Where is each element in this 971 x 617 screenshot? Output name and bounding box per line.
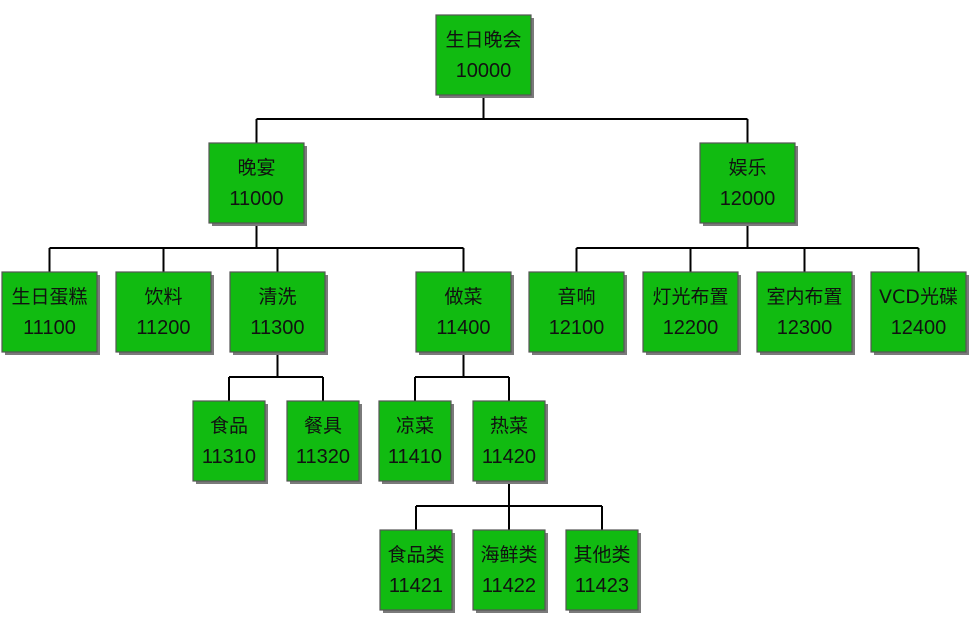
node-code: 11320 [296, 446, 350, 468]
node-box [435, 14, 532, 96]
node-12000: 娱乐 12000 [699, 142, 798, 226]
node-code: 12200 [663, 317, 719, 339]
node-label: 灯光布置 [652, 286, 728, 308]
node-label: 清洗 [258, 286, 296, 308]
node-code: 10000 [456, 60, 512, 82]
node-11421: 食品类 11421 [379, 529, 455, 613]
node-label: 食品类 [387, 544, 444, 566]
node-box [379, 529, 453, 611]
node-label: 音响 [557, 286, 595, 308]
node-11420: 热菜 11420 [472, 400, 548, 484]
node-label: 饮料 [144, 286, 182, 308]
node-12100: 音响 12100 [528, 271, 627, 355]
node-code: 11422 [482, 575, 536, 597]
node-box [642, 271, 739, 353]
node-label: 热菜 [490, 415, 528, 437]
node-box [472, 400, 546, 482]
node-code: 11410 [388, 446, 442, 468]
node-12300: 室内布置 12300 [756, 271, 855, 355]
connector-11420 [415, 481, 603, 530]
node-label: 餐具 [304, 415, 342, 437]
node-label: 娱乐 [728, 157, 766, 179]
node-box [192, 400, 266, 482]
node-11410: 凉菜 11410 [378, 400, 454, 484]
node-label: 生日蛋糕 [11, 286, 87, 308]
node-10000: 生日晚会 10000 [435, 14, 534, 98]
node-12400: VCD光碟 12400 [870, 271, 969, 355]
node-11400: 做菜 11400 [415, 271, 514, 355]
node-code: 12100 [549, 317, 605, 339]
connectors [48, 95, 920, 530]
node-box [286, 400, 360, 482]
node-11100: 生日蛋糕 11100 [1, 271, 100, 355]
node-box [378, 400, 452, 482]
node-11320: 餐具 11320 [286, 400, 362, 484]
node-box [870, 271, 967, 353]
node-code: 11421 [389, 575, 443, 597]
node-label: 海鲜类 [480, 544, 537, 566]
node-label: 晚宴 [237, 156, 275, 179]
node-label: 做菜 [444, 286, 482, 308]
node-label: VCD光碟 [879, 286, 958, 308]
node-code: 11000 [229, 188, 283, 210]
node-box [472, 529, 546, 611]
node-box [208, 142, 305, 224]
node-code: 11200 [136, 317, 190, 339]
node-11422: 海鲜类 11422 [472, 529, 548, 613]
connector-11400 [414, 352, 510, 401]
node-label: 室内布置 [766, 286, 842, 308]
node-code: 11100 [23, 317, 76, 339]
connector-12000 [575, 223, 920, 272]
node-box [1, 271, 98, 353]
node-11300: 清洗 11300 [229, 271, 328, 355]
connector-10000 [255, 95, 749, 143]
node-code: 11400 [436, 317, 490, 339]
node-label: 食品 [210, 415, 248, 437]
node-code: 11420 [482, 446, 536, 468]
node-11200: 饮料 11200 [115, 271, 214, 355]
node-code: 11310 [202, 446, 256, 468]
node-11310: 食品 11310 [192, 400, 268, 484]
node-12200: 灯光布置 12200 [642, 271, 741, 355]
node-code: 11300 [250, 317, 304, 339]
node-code: 11423 [575, 575, 629, 597]
connector-11000 [48, 223, 465, 272]
node-box [699, 142, 796, 224]
nodes: 生日晚会 10000 晚宴 11000 生日蛋糕 11100 饮料 11200 清洗 11300 食… [1, 14, 969, 613]
node-box [229, 271, 326, 353]
node-code: 12300 [777, 317, 833, 339]
node-box [415, 271, 512, 353]
node-code: 12400 [891, 317, 947, 339]
node-box [115, 271, 212, 353]
node-code: 12000 [720, 188, 776, 210]
node-11423: 其他类 11423 [565, 529, 641, 613]
node-label: 其他类 [573, 544, 630, 566]
connector-11300 [228, 352, 324, 401]
node-label: 凉菜 [396, 415, 434, 437]
node-box [565, 529, 639, 611]
node-box [528, 271, 625, 353]
node-11000: 晚宴 11000 [208, 142, 307, 226]
node-box [756, 271, 853, 353]
node-label: 生日晚会 [445, 29, 521, 51]
